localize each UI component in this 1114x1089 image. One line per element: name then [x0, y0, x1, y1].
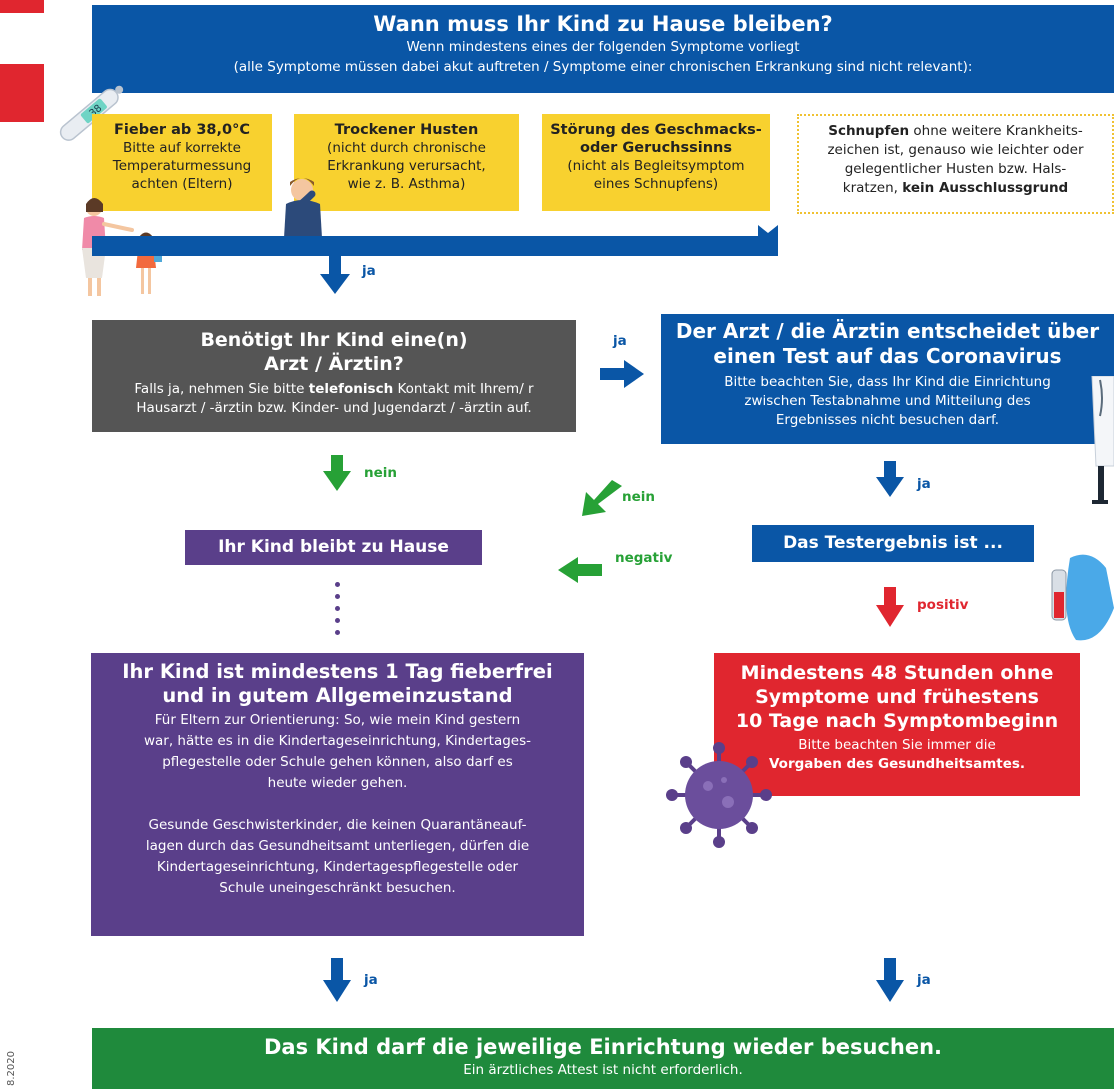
symptom-fever-line: achten (Eltern)	[131, 176, 233, 192]
connector-dot	[335, 594, 340, 599]
date-fragment: 8.2020	[6, 1051, 17, 1086]
may-return-box: Das Kind darf die jeweilige Einrichtung …	[92, 1028, 1114, 1089]
arrow-left-green-icon	[558, 557, 602, 583]
symptom-fever-title: Fieber ab 38,0°C	[113, 122, 250, 138]
arrow-down-green-icon	[323, 455, 351, 491]
doctor-decides-title-2: einen Test auf das Coronavirus	[713, 344, 1062, 368]
connector-dot	[335, 630, 340, 635]
doctor-decides-line-3: Ergebnisses nicht besuchen darf.	[775, 412, 1000, 428]
doctor-decides-box: Der Arzt / die Ärztin entscheidet über e…	[661, 314, 1114, 444]
arrow-label-ja: ja	[362, 263, 376, 279]
fever-free-para-line: war, hätte es in die Kindertageseinricht…	[143, 733, 532, 749]
symptom-free-title-3: 10 Tage nach Symptombeginn	[735, 710, 1059, 732]
symptom-cough-title: Trockener Husten	[334, 122, 479, 138]
arrow-label-nein: nein	[364, 465, 398, 481]
arrow-label-negativ: negativ	[615, 550, 673, 566]
symptom-fever-line: Temperaturmessung	[112, 158, 252, 174]
arrow-left-green-icon	[558, 357, 559, 358]
symptom-free-title-1: Mindestens 48 Stunden ohne	[740, 662, 1054, 684]
fever-free-box: Ihr Kind ist mindestens 1 Tag fieberfrei…	[91, 653, 584, 936]
symptom-connector-bar	[92, 236, 778, 256]
header-subtitle-1: Wenn mindestens eines der folgenden Symp…	[406, 39, 800, 55]
doctor-needed-title-1: Benötigt Ihr Kind eine(n)	[200, 329, 468, 351]
siblings-para-line: Kindertageseinrichtung, Kindertagespfleg…	[156, 859, 519, 875]
symptom-free-line-2: Vorgaben des Gesundheitsamtes.	[768, 756, 1026, 772]
stays-home-box: Ihr Kind bleibt zu Hause	[185, 530, 482, 565]
arrow-right-icon	[600, 360, 644, 388]
arrow-label-ja-right: ja	[613, 333, 627, 349]
symptom-fever-box: Fieber ab 38,0°C Bitte auf korrekte Temp…	[92, 114, 272, 211]
arrow-label-positiv: positiv	[917, 597, 969, 613]
doctor-needed-bold: telefonisch	[308, 381, 394, 397]
symptom-free-line-1: Bitte beachten Sie immer die	[798, 737, 996, 753]
may-return-title: Das Kind darf die jeweilige Einrichtung …	[263, 1035, 943, 1059]
symptom-cough-box: Trockener Husten (nicht durch chronische…	[294, 114, 519, 211]
arrow-label-ja-bottom-left: ja	[364, 972, 378, 988]
virus-illustration	[666, 742, 772, 848]
note-text-4: kratzen,	[842, 180, 903, 196]
header-title: Wann muss Ihr Kind zu Hause bleiben?	[373, 12, 833, 36]
note-bold-4: kein Ausschlussgrund	[902, 180, 1069, 196]
siblings-para-line: Schule uneingeschränkt besuchen.	[219, 880, 456, 896]
connector-dot	[335, 582, 340, 587]
arrow-diagonal-green-icon	[582, 480, 622, 516]
arrow-label-ja-doc: ja	[917, 476, 931, 492]
symptom-cough-line: wie z. B. Asthma)	[347, 176, 466, 192]
may-return-subtitle: Ein ärztliches Attest ist nicht erforder…	[463, 1062, 743, 1078]
symptom-taste-box: Störung des Geschmacks- oder Geruchssinn…	[542, 114, 770, 211]
doctor-needed-title-2: Arzt / Ärztin?	[264, 353, 404, 375]
siblings-para-line: lagen durch das Gesundheitsamt unterlieg…	[145, 838, 530, 854]
symptom-taste-line: (nicht als Begleitsymptom	[567, 158, 745, 174]
note-text-1: ohne weitere Krankheits-	[909, 123, 1083, 139]
fever-free-para-line: Für Eltern zur Orientierung: So, wie mei…	[154, 712, 521, 728]
header-subtitle-2: (alle Symptome müssen dabei akut auftret…	[233, 59, 973, 75]
arrow-down-icon	[323, 958, 351, 1002]
symptom-free-title-2: Symptome und frühestens	[755, 686, 1039, 708]
fever-free-title-2: und in gutem Allgemeinzustand	[162, 684, 513, 707]
connector-bar-notch	[758, 225, 778, 237]
red-side-mark-top	[0, 0, 44, 13]
siblings-para-line: Gesunde Geschwisterkinder, die keinen Qu…	[148, 817, 527, 833]
symptom-free-48h-box: Mindestens 48 Stunden ohne Symptome und …	[714, 653, 1080, 796]
doctor-needed-text: Falls ja, nehmen Sie bitte	[134, 381, 309, 397]
fever-free-para-line: heute wieder gehen.	[267, 775, 408, 791]
connector-dot	[335, 606, 340, 611]
connector-dot	[335, 618, 340, 623]
note-line-2: zeichen ist, genauso wie leichter oder	[827, 142, 1084, 158]
test-sample-illustration	[1051, 554, 1114, 641]
header-banner: Wann muss Ihr Kind zu Hause bleiben? Wen…	[92, 5, 1114, 93]
doctor-decides-line-1: Bitte beachten Sie, dass Ihr Kind die Ei…	[724, 374, 1051, 390]
arrow-down-icon	[876, 958, 904, 1002]
arrow-label-nein-diagonal: nein	[622, 489, 656, 505]
symptom-cough-line: (nicht durch chronische	[327, 140, 486, 156]
doctor-needed-text: Kontakt mit Ihrem/ r	[393, 381, 534, 397]
arrow-down-red-icon	[876, 587, 904, 627]
doctor-decides-title-1: Der Arzt / die Ärztin entscheidet über	[675, 319, 1100, 343]
red-side-mark	[0, 64, 44, 122]
doctor-decides-line-2: zwischen Testabnahme und Mitteilung des	[744, 393, 1031, 409]
doctor-illustration	[1091, 376, 1114, 504]
fever-free-para-line: pflegestelle oder Schule gehen können, a…	[162, 754, 513, 770]
symptom-fever-line: Bitte auf korrekte	[123, 140, 241, 156]
symptom-taste-title-1: Störung des Geschmacks-	[550, 122, 762, 138]
runny-nose-note: Schnupfen ohne weitere Krankheits- zeich…	[797, 114, 1114, 214]
symptom-cough-line: Erkrankung verursacht,	[327, 158, 486, 174]
coughing-child-illustration	[284, 178, 322, 238]
arrow-down-icon	[320, 256, 350, 294]
test-result-box: Das Testergebnis ist ...	[752, 525, 1034, 562]
symptom-taste-line: eines Schnupfens)	[593, 176, 719, 192]
doctor-needed-line-2: Hausarzt / -ärztin bzw. Kinder- und Juge…	[136, 400, 532, 416]
arrow-label-ja-bottom-right: ja	[917, 972, 931, 988]
doctor-needed-box: Benötigt Ihr Kind eine(n) Arzt / Ärztin?…	[92, 320, 576, 432]
symptom-taste-title-2: oder Geruchssinns	[579, 140, 732, 156]
parent-child-illustration	[82, 198, 162, 296]
note-bold-1: Schnupfen	[828, 123, 910, 139]
arrow-down-icon	[876, 461, 904, 497]
fever-free-title-1: Ihr Kind ist mindestens 1 Tag fieberfrei	[122, 660, 553, 683]
note-line-3: gelegentlicher Husten bzw. Hals-	[844, 161, 1067, 177]
